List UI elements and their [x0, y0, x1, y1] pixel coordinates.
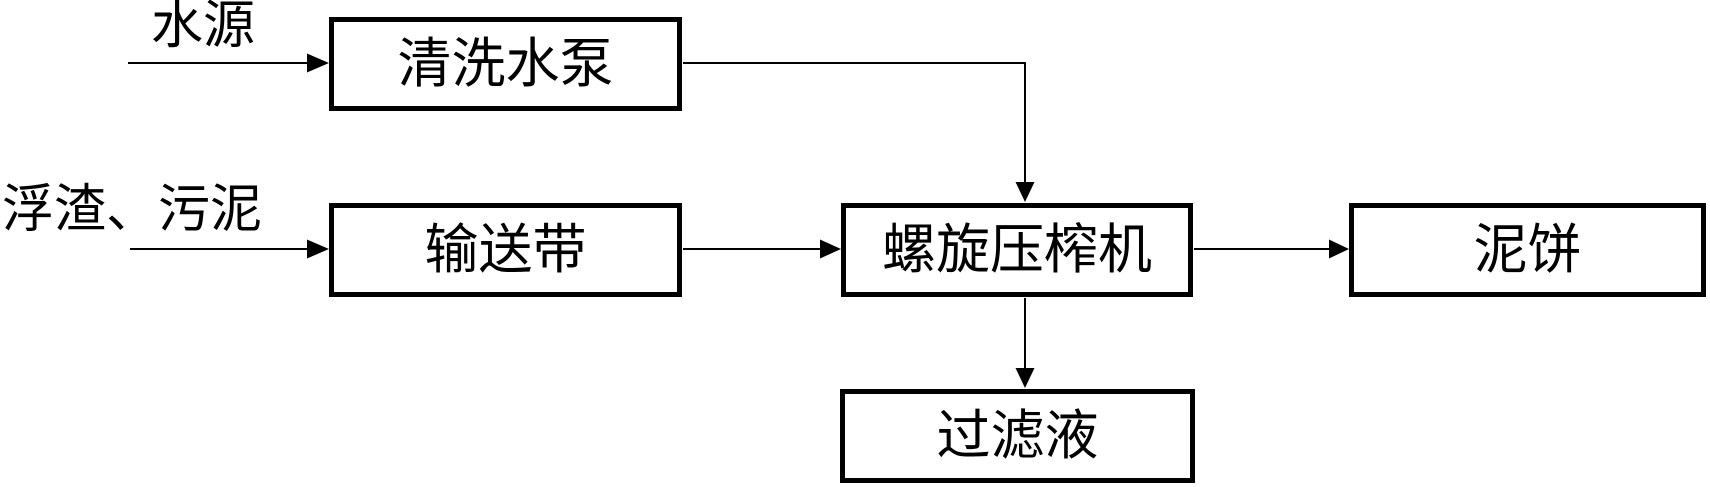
- edge-water-source-to-cleaning-pump: [128, 53, 329, 73]
- arrowhead-icon: [307, 239, 329, 259]
- node-mud-cake: 泥饼: [1349, 203, 1706, 297]
- edge-cleaning-pump-to-screw-press: [683, 62, 1035, 202]
- node-screw-press: 螺旋压榨机: [841, 203, 1193, 297]
- edge-conveyor-belt-to-screw-press: [683, 239, 841, 259]
- label-water-source: 水源: [151, 0, 256, 55]
- node-filtrate: 过滤液: [840, 389, 1195, 483]
- label-scum-sludge: 浮渣、污泥: [2, 182, 263, 239]
- edge-screw-press-to-mud-cake: [1194, 239, 1349, 259]
- node-conveyor-belt: 输送带: [329, 203, 682, 297]
- arrowhead-icon: [1329, 239, 1349, 259]
- edge-scum-sludge-to-conveyor-belt: [130, 239, 329, 259]
- edge-screw-press-to-filtrate: [1015, 298, 1035, 388]
- arrowhead-icon: [1015, 368, 1035, 388]
- node-cleaning-pump: 清洗水泵: [329, 17, 682, 111]
- arrowhead-icon: [307, 53, 329, 73]
- arrowhead-icon: [1015, 182, 1035, 202]
- arrowhead-icon: [820, 239, 841, 259]
